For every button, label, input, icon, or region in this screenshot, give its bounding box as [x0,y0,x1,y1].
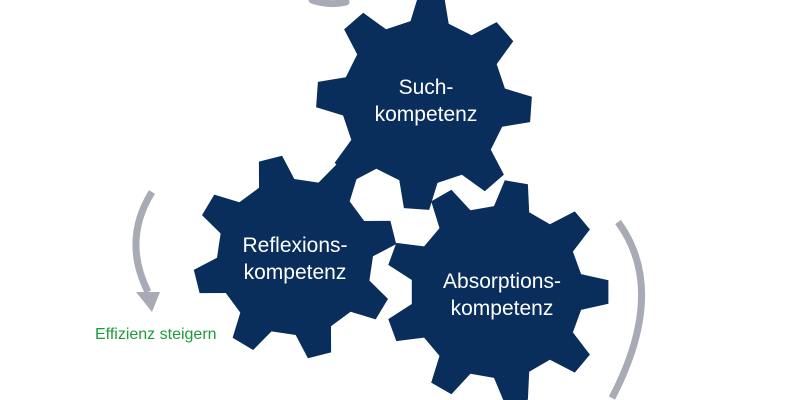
gear-label-absorption-line2: kompetenz [450,297,554,320]
gear-label-absorption: Absorptions- kompetenz [422,268,582,322]
arrow-left-arc [132,190,155,294]
gear-label-search-line1: Such- [398,76,454,99]
arrow-right-arc [608,219,646,400]
gear-label-reflection: Reflexions- kompetenz [220,232,370,286]
gear-reflection [193,155,397,359]
gear-label-search-line2: kompetenz [374,103,478,126]
gear-label-search: Such- kompetenz [352,74,500,128]
arrow-left-head [136,292,160,312]
gear-label-reflection-line2: kompetenz [243,261,347,284]
gear-absorption [388,180,609,400]
gear-label-absorption-line1: Absorptions- [443,270,561,293]
gear-search [316,0,532,210]
gear-label-reflection-line1: Reflexions- [242,234,348,257]
caption-efficiency: Effizienz steigern [95,326,217,343]
arrow-top-left-arc [308,0,350,8]
